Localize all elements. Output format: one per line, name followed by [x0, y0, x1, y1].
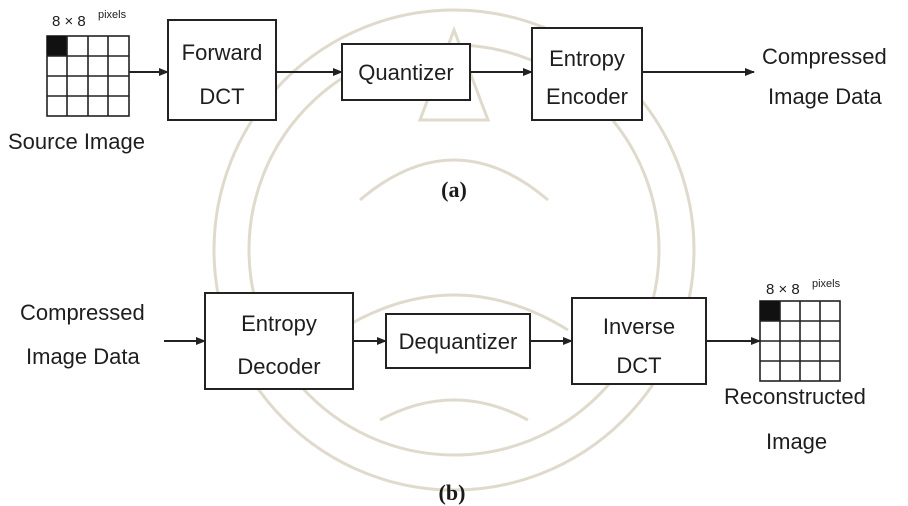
entropy-encoder-line1: Entropy	[549, 46, 625, 71]
reconstructed-label-line2: Image	[766, 429, 827, 454]
inverse-dct-block: Inverse DCT	[571, 297, 707, 385]
recon-grid-first-cell	[760, 301, 780, 321]
reconstructed-label-line1: Reconstructed	[724, 384, 866, 409]
entropy-encoder-line2: Encoder	[546, 84, 628, 109]
source-image-grid	[46, 35, 130, 117]
inverse-dct-line1: Inverse	[603, 314, 675, 339]
entropy-decoder-line2: Decoder	[237, 354, 320, 379]
reconstructed-image-grid	[759, 300, 841, 382]
diagram-b: Compressed Image Data Entropy Decoder De…	[20, 278, 866, 505]
compressed-output-line1: Compressed	[762, 44, 887, 69]
quantizer-label: Quantizer	[358, 60, 453, 85]
compressed-output-line2: Image Data	[768, 84, 882, 109]
compressed-input-line1: Compressed	[20, 300, 145, 325]
dequantizer-label: Dequantizer	[399, 329, 518, 354]
recon-grid-unit-label: pixels	[812, 278, 841, 290]
forward-dct-line1: Forward	[182, 40, 263, 65]
compressed-input-line2: Image Data	[26, 344, 140, 369]
entropy-encoder-block: Entropy Encoder	[531, 27, 643, 121]
recon-grid-size-label: 8 × 8	[766, 281, 800, 298]
diagram-a: 8 × 8 pixels Source Image Forward DCT Qu…	[8, 9, 887, 202]
source-grid-size-label: 8 × 8	[52, 13, 86, 30]
source-grid-first-cell	[47, 36, 67, 56]
entropy-decoder-line1: Entropy	[241, 311, 317, 336]
forward-dct-block: Forward DCT	[167, 19, 277, 121]
caption-a: (a)	[441, 177, 467, 202]
source-grid-unit-label: pixels	[98, 9, 127, 21]
quantizer-block: Quantizer	[341, 43, 471, 101]
dequantizer-block: Dequantizer	[385, 313, 531, 369]
source-image-label: Source Image	[8, 129, 145, 154]
caption-b: (b)	[439, 480, 466, 505]
inverse-dct-line2: DCT	[616, 353, 661, 378]
entropy-decoder-block: Entropy Decoder	[204, 292, 354, 390]
forward-dct-line2: DCT	[199, 84, 244, 109]
